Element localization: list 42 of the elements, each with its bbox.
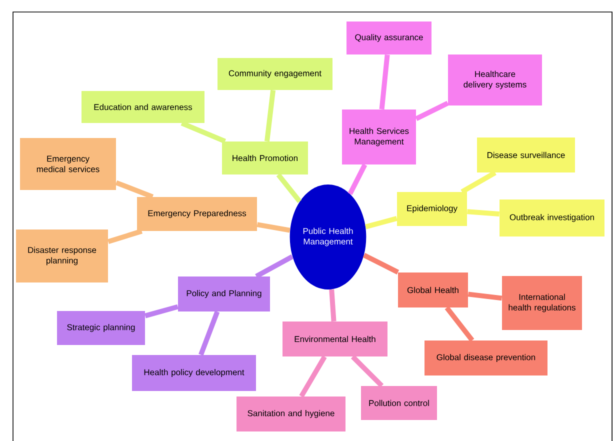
branch-line [180,120,226,144]
topic-box: Healthcare delivery systems [448,54,542,106]
topic-box: Emergency medical services [20,138,116,190]
branch-line [264,90,276,142]
topic-box: Disease surveillance [477,138,575,172]
topic-box: Global disease prevention [424,340,548,376]
topic-box: Pollution control [361,386,437,420]
branch-line [256,222,290,233]
topic-box: Outbreak investigation [500,200,604,236]
branch-line [350,354,384,388]
branch-line [276,173,302,204]
branch-line [198,310,220,356]
branch-line [115,180,154,200]
topic-box: Emergency Preparedness [137,197,257,231]
branch-line [379,54,390,110]
branch-line [365,216,398,230]
branch-line [444,306,474,342]
branch-line [362,252,400,275]
branch-line [467,209,500,217]
branch-line [415,100,449,121]
topic-box: Health Services Management [342,110,416,164]
topic-box: Environmental Health [282,321,388,356]
branch-line [329,289,336,322]
topic-box: Disaster response planning [16,229,108,282]
branch-line [299,355,327,398]
branch-line [255,254,294,278]
branch-line [348,164,368,195]
topic-box: Strategic planning [57,311,145,345]
branch-line [468,292,502,301]
topic-box: Health Promotion [222,142,308,174]
topic-box: Community engagement [218,58,332,90]
topic-box: Global Health [398,272,468,308]
topic-box: Quality assurance [346,22,432,54]
topic-box: Sanitation and hygiene [236,396,346,432]
topic-box: Epidemiology [397,192,467,226]
topic-box: Education and awareness [82,91,204,123]
topic-box: Health policy development [132,355,256,391]
branch-line [460,170,496,194]
branch-line [107,228,142,244]
topic-box: Policy and Planning [178,276,270,312]
topic-box: International health regulations [502,276,582,330]
branch-line [144,304,178,318]
